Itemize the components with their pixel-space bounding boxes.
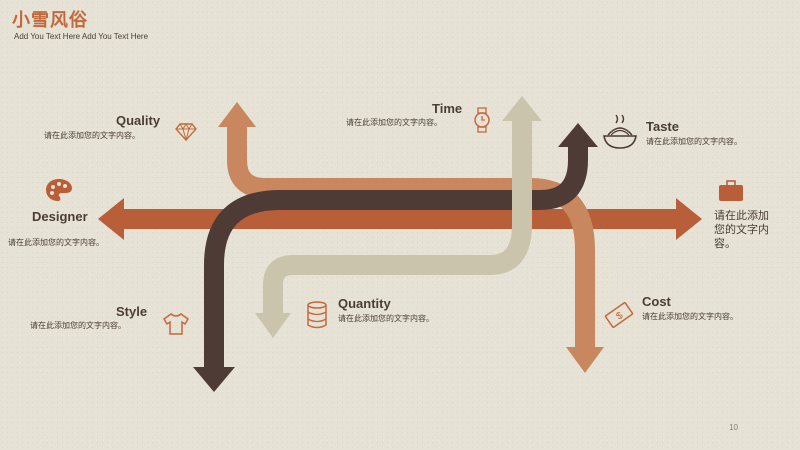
quantity-desc: 请在此添加您的文字内容。 — [338, 314, 434, 323]
style-desc: 请在此添加您的文字内容。 — [30, 321, 126, 330]
cost-desc: 请在此添加您的文字内容。 — [642, 312, 738, 321]
slide-subtitle: Add You Text Here Add You Text Here — [14, 32, 149, 41]
cost-label: Cost — [642, 294, 671, 309]
designer-label: Designer — [32, 209, 88, 224]
tshirt-icon — [163, 313, 189, 335]
style-label: Style — [116, 304, 148, 319]
sand-arrow — [255, 96, 542, 338]
slide-title: 小雪风俗 — [12, 10, 88, 30]
quality-label: Quality — [116, 113, 161, 128]
watch-icon — [474, 107, 490, 133]
horizontal-arrow — [98, 198, 702, 240]
page-number: 10 — [729, 423, 738, 432]
money-icon: $ — [604, 302, 634, 328]
diamond-icon — [175, 123, 197, 141]
taste-desc: 请在此添加您的文字内容。 — [646, 137, 742, 146]
database-icon — [307, 301, 327, 329]
noodle-bowl-icon — [603, 114, 637, 149]
quantity-label: Quantity — [338, 296, 391, 311]
right-desc: 请在此添加您的文字内容。 — [714, 210, 769, 250]
svg-text:$: $ — [614, 310, 625, 322]
time-label: Time — [432, 101, 463, 116]
palette-icon — [46, 179, 72, 201]
briefcase-icon — [719, 180, 743, 201]
dark-brown-arrow — [193, 123, 598, 392]
taste-label: Taste — [646, 119, 679, 134]
designer-desc: 请在此添加您的文字内容。 — [8, 238, 104, 247]
quality-desc: 请在此添加您的文字内容。 — [44, 131, 140, 140]
time-desc: 请在此添加您的文字内容。 — [346, 118, 442, 127]
